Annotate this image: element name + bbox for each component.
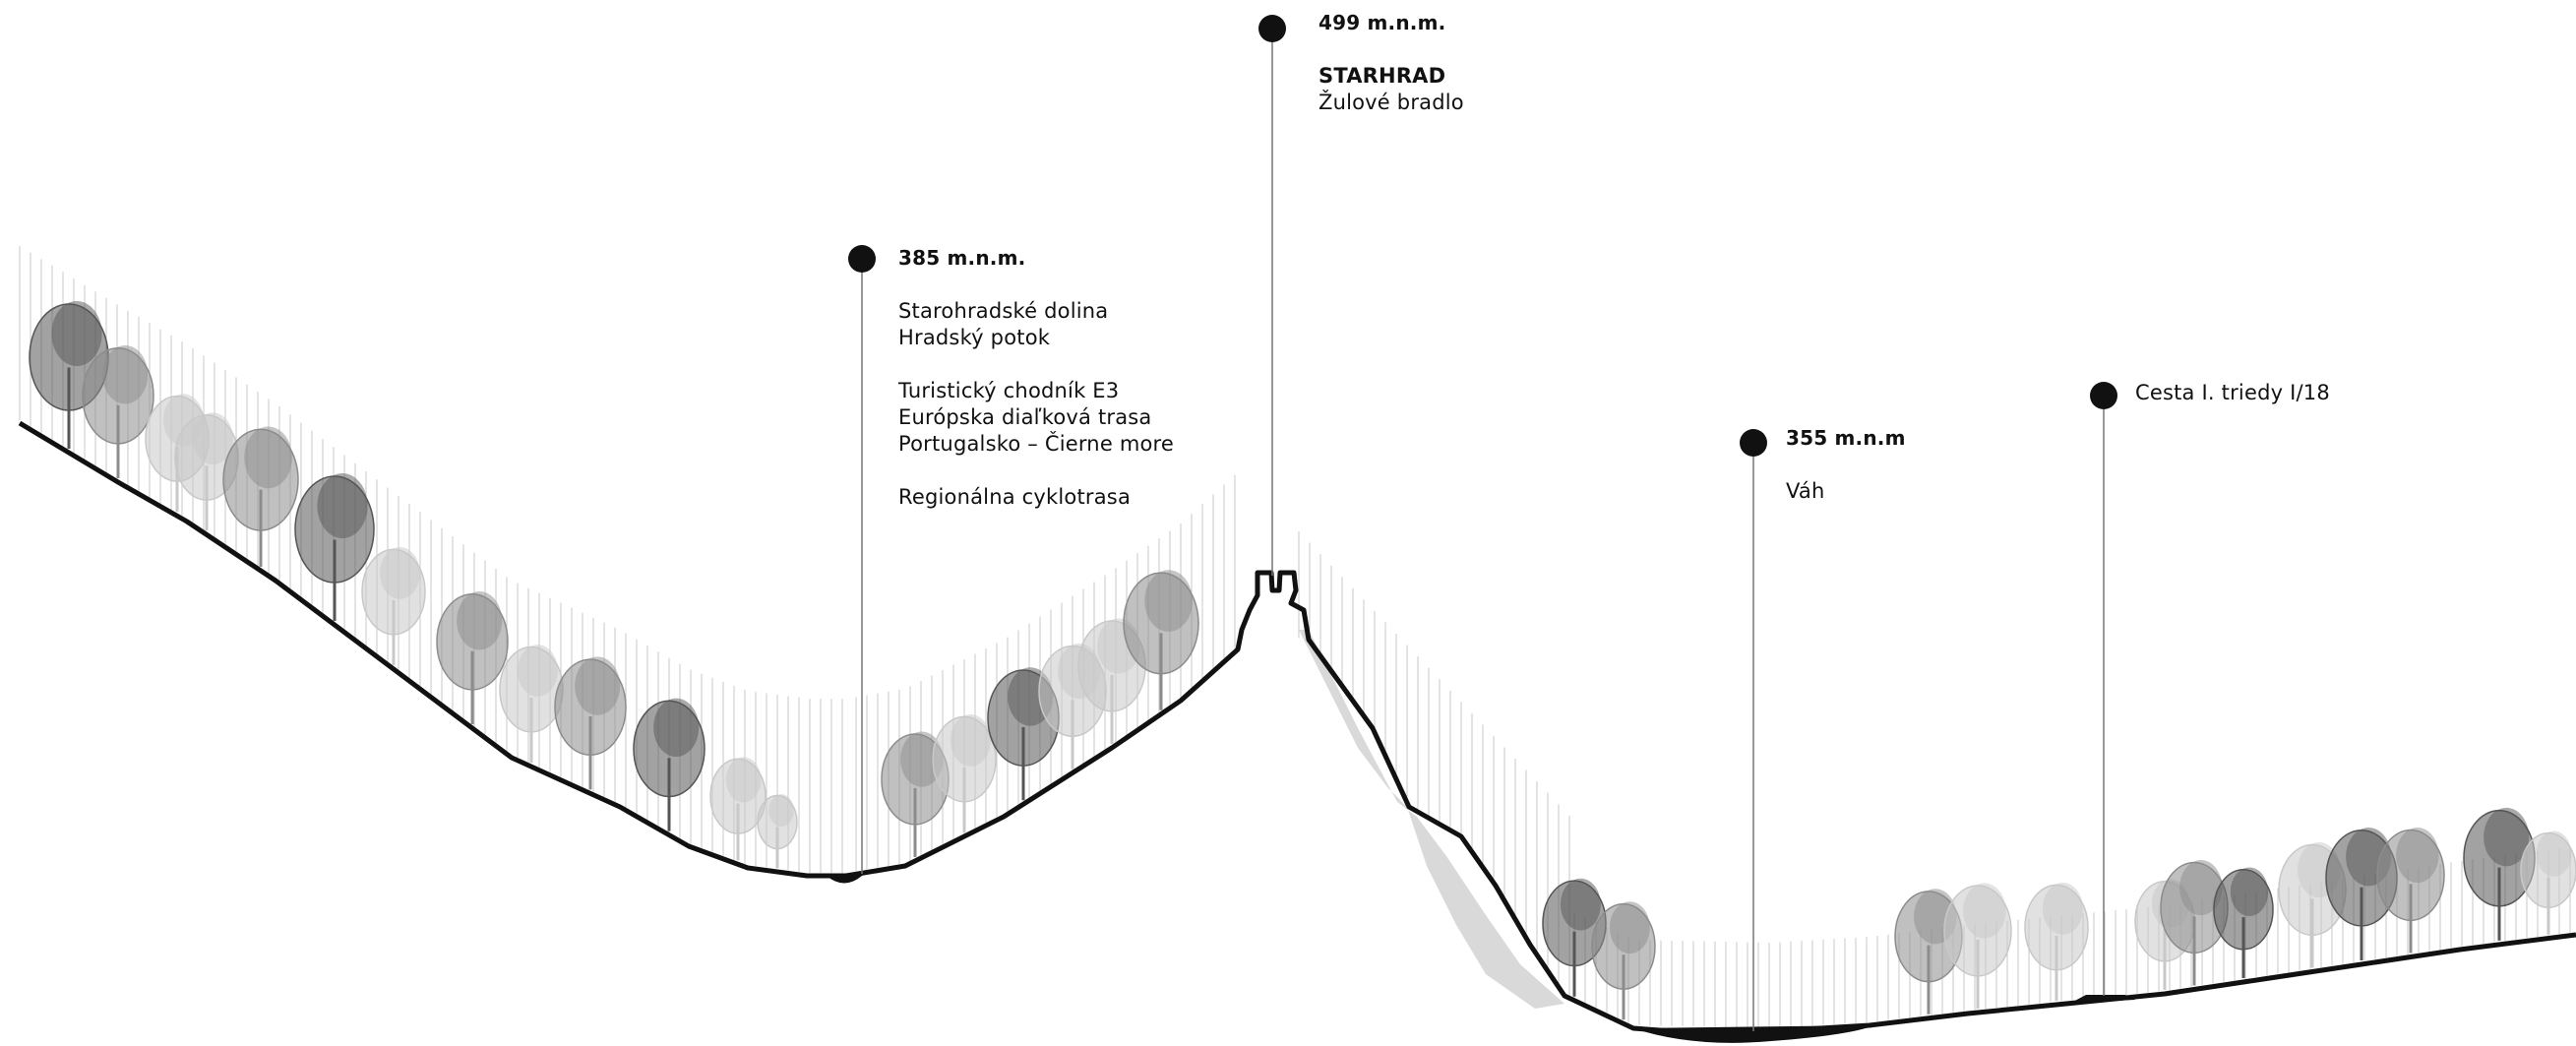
label-valley: 385 m.n.m. Starohradské dolina Hradský p… <box>898 245 1174 511</box>
valley-line-6: Regionálna cyklotrasa <box>898 485 1132 509</box>
tree <box>709 757 767 861</box>
marker-dot-valley <box>848 245 876 273</box>
stream-bed <box>827 876 862 884</box>
desc-starhrad: Žulové bradlo <box>1319 91 1464 114</box>
tree <box>757 794 798 868</box>
tree <box>2160 860 2229 986</box>
label-river: 355 m.n.m Váh <box>1786 425 1906 505</box>
valley-line-1: Starohradské dolina <box>898 299 1109 323</box>
elevation-river: 355 m.n.m <box>1786 426 1906 450</box>
tree <box>2463 807 2536 941</box>
elevation-valley: 385 m.n.m. <box>898 246 1026 270</box>
tree <box>436 591 509 724</box>
tree <box>1123 570 1199 710</box>
name-starhrad: STARHRAD <box>1319 64 1446 88</box>
tree <box>499 645 564 764</box>
tree <box>881 731 950 857</box>
valley-line-2: Hradský potok <box>898 326 1051 349</box>
tree <box>2376 828 2445 954</box>
tree <box>174 412 239 531</box>
tree <box>82 345 154 478</box>
name-road: Cesta I. triedy I/18 <box>2135 381 2330 404</box>
tree <box>2024 883 2089 1001</box>
name-river: Váh <box>1786 479 1825 503</box>
valley-line-4: Európska diaľková trasa <box>898 405 1152 429</box>
tree <box>294 473 375 621</box>
marker-dot-road <box>2090 382 2117 409</box>
valley-line-5: Portugalsko – Čierne more <box>898 432 1175 456</box>
valley-line-3: Turistický chodník E3 <box>898 379 1120 402</box>
label-starhrad: 499 m.n.m. STARHRAD Žulové bradlo <box>1319 10 1464 116</box>
tree <box>932 714 997 832</box>
tree-silhouettes <box>29 301 2576 1020</box>
tree <box>1943 883 2012 1009</box>
tree <box>222 426 299 567</box>
tree <box>2213 867 2274 978</box>
tree <box>2520 831 2576 935</box>
road-embankment <box>2071 995 2135 1003</box>
label-road: Cesta I. triedy I/18 <box>2135 380 2330 406</box>
river-bed <box>1633 1025 1874 1043</box>
tree <box>1542 878 1607 997</box>
tree <box>633 698 705 831</box>
tree <box>1591 901 1656 1020</box>
tree <box>361 547 426 665</box>
marker-dot-river <box>1740 429 1767 457</box>
elevation-starhrad: 499 m.n.m. <box>1319 11 1446 34</box>
tree <box>554 656 627 790</box>
rock-shadow <box>1299 630 1564 1009</box>
marker-dot-starhrad <box>1258 15 1286 42</box>
